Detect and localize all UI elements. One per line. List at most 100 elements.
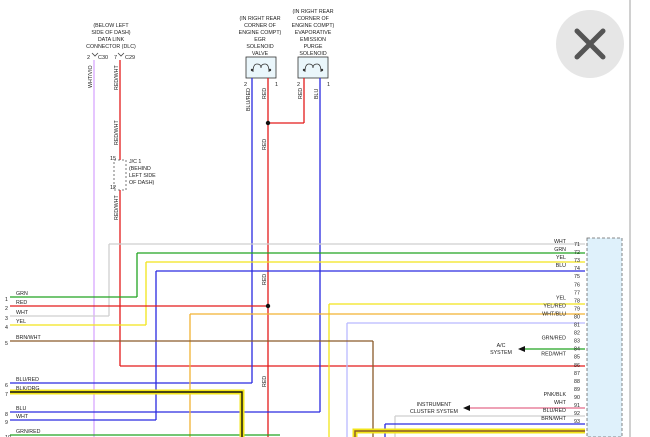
left-wire-number: 1	[5, 297, 8, 303]
close-button[interactable]	[556, 10, 624, 78]
evap-solenoid: 2 1	[297, 56, 330, 88]
ecm-pin-color: YEL	[556, 295, 566, 301]
ecm-pin-color: GRN	[554, 247, 566, 253]
ecm-pin-number: 85	[574, 355, 580, 361]
dlc-label-line: DATA LINK	[98, 37, 125, 43]
left-wire-number: 4	[5, 325, 8, 331]
left-wire-color: GRN/RED	[16, 429, 41, 435]
evap-label-line: ENGINE COMPT)	[292, 23, 335, 29]
wire-left-7	[10, 391, 243, 437]
label-evap-blu: BLU	[314, 89, 320, 99]
junction-dot	[265, 120, 271, 126]
ecm-pin-color: GRN/RED	[542, 336, 567, 342]
evap-label-line: EMISSION	[300, 37, 326, 43]
ecm-pin-number: 75	[574, 274, 580, 280]
left-wire-color: BLK/ORG	[16, 386, 40, 392]
left-wire-number: 7	[5, 392, 8, 398]
ecm-pin-number: 73	[574, 258, 580, 264]
left-wire-number: 8	[5, 412, 8, 418]
ecm-pin-number: 79	[574, 306, 580, 312]
dlc-label-line: (BELOW LEFT	[93, 23, 129, 29]
ecm-pin-number: 71	[574, 242, 580, 248]
left-wire-color: BLU	[16, 406, 26, 412]
jc1-pin-top: 15	[110, 156, 116, 162]
left-wire-color: GRN	[16, 291, 28, 297]
ecm-pin-number: 84	[574, 347, 580, 353]
evap-label-line: (IN RIGHT REAR	[292, 9, 333, 15]
label-red-main: RED	[262, 274, 268, 285]
label-egr-blu-red: BLU/RED	[246, 88, 252, 111]
ecm-pin-number: 88	[574, 379, 580, 385]
egr-label-line: EGR	[254, 37, 266, 43]
egr-pin-right: 1	[275, 82, 278, 88]
close-icon	[574, 28, 606, 60]
left-wire-number: 10	[5, 435, 11, 437]
left-wire-color: YEL	[16, 319, 26, 325]
ecm-pin-number: 93	[574, 419, 580, 425]
ecm-pin-color: YEL/RED	[543, 303, 566, 309]
ecm-pin-number: 91	[574, 403, 580, 409]
evap-pin-right: 1	[327, 82, 330, 88]
evap-label-line: EVAPORATIVE	[295, 30, 332, 36]
jc1-label-line: OF DASH)	[129, 180, 155, 186]
evap-pin-left: 2	[297, 82, 300, 88]
jc1-label-line: J/C 1	[129, 159, 141, 165]
ecm-pin-number: 77	[574, 290, 580, 296]
dlc-pins: 2 C30 7 C29	[87, 52, 135, 61]
ecm-pin-color: WHT	[554, 239, 567, 245]
ecm-pin-color: BLU/RED	[543, 408, 566, 414]
left-wire-color: BRN/WHT	[16, 335, 41, 341]
left-wire-number: 6	[5, 383, 8, 389]
label-red-main: RED	[262, 376, 268, 387]
label-red-wht: RED/WHT	[114, 120, 120, 145]
ecm-pin-color: BLU	[556, 263, 566, 269]
dlc-label-line: SIDE OF DASH)	[91, 30, 130, 36]
label-wht-vio: WHT/VIO	[88, 65, 94, 88]
label-evap-red: RED	[298, 88, 304, 99]
ecm-pin-color: YEL	[556, 255, 566, 261]
ecm-pin-number: 87	[574, 371, 580, 377]
left-wire-color: WHT	[16, 414, 29, 420]
ac-label-line: A/C	[497, 343, 506, 349]
ecm-connector	[586, 237, 623, 437]
vertical-labels: WHT/VIO RED/WHT RED/WHT RED/WHT BLU/RED …	[88, 65, 320, 387]
left-wire-color: RED	[16, 300, 27, 306]
dlc-pin-left-num: 2	[87, 55, 90, 61]
ecm-pin-number: 81	[574, 323, 580, 329]
dlc-pin-right-num: 7	[114, 55, 117, 61]
dlc-label: (BELOW LEFT SIDE OF DASH) DATA LINK CONN…	[86, 23, 136, 50]
ecm-pins: 71WHT72GRN73YEL74BLU75767778YEL79YEL/RED…	[541, 239, 580, 425]
instr-label-line: CLUSTER SYSTEM	[410, 409, 458, 415]
label-egr-red: RED	[262, 88, 268, 99]
egr-label-line: VALVE	[252, 51, 269, 57]
egr-solenoid: 2 1	[244, 56, 278, 88]
label-red-wht: RED/WHT	[114, 195, 120, 220]
ac-arrow-icon	[518, 346, 525, 352]
ecm-pin-number: 72	[574, 250, 580, 256]
ac-label-line: SYSTEM	[490, 350, 512, 356]
egr-label-line: (IN RIGHT REAR	[239, 16, 280, 22]
ecm-pin-number: 82	[574, 331, 580, 337]
jc1-pin-bottom: 12	[110, 185, 116, 191]
ecm-pin-number: 89	[574, 387, 580, 393]
dlc-pin-right-conn: C29	[125, 55, 135, 61]
ecm-pin-number: 80	[574, 314, 580, 320]
evap-label-line: PURGE	[304, 44, 323, 50]
egr-label-line: SOLENOID	[246, 44, 274, 50]
instr-label-line: INSTRUMENT	[417, 402, 452, 408]
evap-label-line: CORNER OF	[297, 16, 330, 22]
label-red-wht: RED/WHT	[114, 65, 120, 90]
wires	[10, 60, 585, 437]
left-wire-number: 3	[5, 316, 8, 322]
instrument-cluster: INSTRUMENT CLUSTER SYSTEM	[410, 402, 470, 415]
ecm-pin-number: 92	[574, 411, 580, 417]
viewer-edge	[629, 0, 631, 437]
jc1-label-line: LEFT SIDE	[129, 173, 156, 179]
left-wire-labels: 1GRN2RED3WHT4YEL5BRN/WHT6BLU/RED7BLK/ORG…	[5, 291, 41, 437]
egr-label-line: CORNER OF	[244, 23, 277, 29]
junction-dot	[265, 303, 271, 309]
instr-arrow-icon	[463, 405, 470, 411]
ecm-pin-color: PNK/BLK	[544, 392, 567, 398]
